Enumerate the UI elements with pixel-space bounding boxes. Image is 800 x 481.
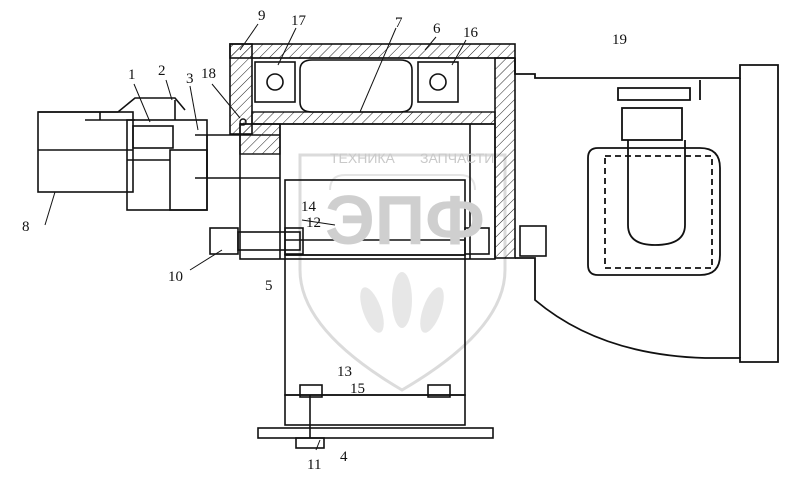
bolt-right	[464, 225, 547, 257]
base-stand	[284, 254, 466, 426]
callout-2: 2	[158, 63, 166, 79]
seal-part-18	[239, 118, 247, 126]
callout-4: 4	[340, 449, 348, 465]
bolt-part-10	[209, 227, 304, 255]
callout-15: 15	[350, 381, 365, 397]
callout-8: 8	[22, 219, 30, 235]
inner-sleeve	[239, 111, 496, 155]
roller-part-7	[299, 59, 413, 113]
foot-plate-part-4	[257, 395, 494, 449]
watermark-logo: ЭПФ	[325, 181, 485, 259]
callout-10: 10	[168, 269, 183, 285]
watermark-shield	[298, 153, 507, 392]
callout-16: 16	[463, 25, 478, 41]
callout-9: 9	[258, 8, 266, 24]
leader-lines	[44, 23, 467, 451]
bearing-part-16	[417, 61, 459, 103]
housing-part-6	[229, 43, 516, 259]
callout-6: 6	[433, 21, 441, 37]
callout-13: 13	[337, 364, 352, 380]
watermark-bottom-text: ЗАПЧАСТИ	[420, 150, 495, 166]
callout-5: 5	[265, 278, 273, 294]
callout-19: 19	[612, 32, 627, 48]
bearing-part-17	[254, 61, 296, 103]
casting-part-19	[514, 58, 779, 363]
callout-3: 3	[186, 71, 194, 87]
watermark-top-text: ТЕХНИКА	[330, 150, 395, 166]
callout-1: 1	[128, 67, 136, 83]
callout-7: 7	[395, 15, 403, 31]
flange-parts-1-2	[126, 100, 208, 211]
callout-11: 11	[307, 457, 322, 473]
coupling-part-8	[37, 97, 186, 193]
callout-17: 17	[291, 13, 306, 29]
callout-12: 12	[306, 215, 321, 231]
callout-14: 14	[301, 199, 316, 215]
callout-18: 18	[201, 66, 216, 82]
watermark-wheat-icon	[360, 272, 444, 333]
